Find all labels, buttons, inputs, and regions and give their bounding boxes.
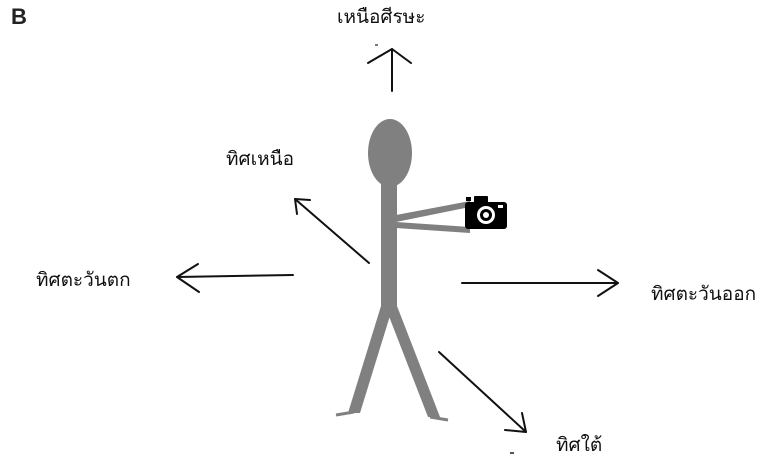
figure-head (368, 119, 412, 187)
figure-foot-left (335, 410, 355, 417)
label-west: ทิศตะวันตก (36, 269, 131, 291)
label-south: ทิศใต้ (556, 434, 603, 456)
speck (510, 452, 514, 454)
panel-label: B (11, 4, 27, 29)
figure-arm-upper (396, 201, 470, 222)
figure-arm-lower (396, 222, 470, 233)
arrow-west (176, 263, 294, 293)
figure-foot-right (429, 415, 449, 422)
label-east: ทิศตะวันออก (651, 283, 757, 305)
arrow-east (461, 269, 619, 297)
label-overhead: เหนือศีรษะ (337, 6, 426, 28)
figure-leg-left (348, 306, 393, 413)
arrow-north (294, 198, 370, 264)
label-north: ทิศเหนือ (226, 148, 295, 170)
camera-icon (465, 196, 507, 229)
figure-body (381, 183, 397, 310)
arrow-south (438, 351, 527, 433)
speck (375, 44, 378, 46)
arrow-up (367, 48, 412, 92)
stick-figure (335, 119, 470, 422)
figure-leg-right (385, 306, 440, 417)
